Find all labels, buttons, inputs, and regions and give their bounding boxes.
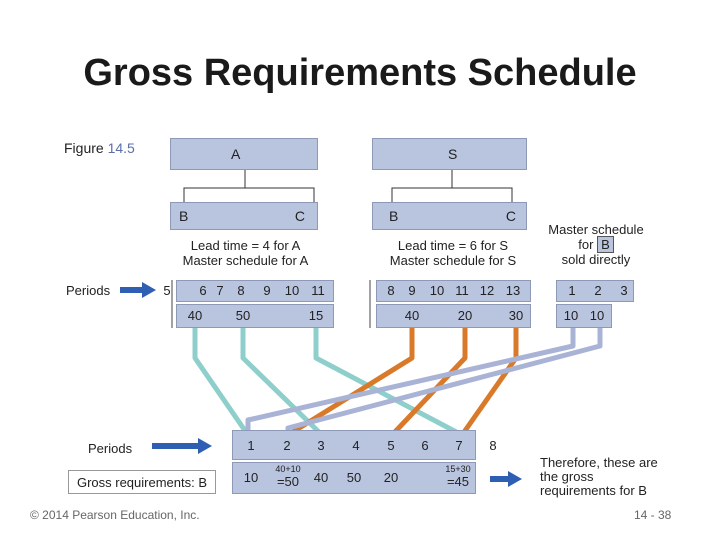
direct-sales-label: Master schedule for B sold directly [538, 222, 654, 267]
S-value: 20 [457, 308, 473, 323]
S-period: 11 [455, 283, 469, 298]
copyright-footer: © 2014 Pearson Education, Inc. [30, 508, 200, 522]
A-period: 8 [237, 283, 245, 298]
A-period: 9 [263, 283, 271, 298]
A-value: 40 [187, 308, 203, 323]
B-values-row [556, 304, 612, 328]
S-period: 8 [387, 283, 395, 298]
gross-value: 10 [243, 470, 259, 485]
S-value: 30 [508, 308, 524, 323]
gross-value: 40 [313, 470, 329, 485]
A-value: 50 [235, 308, 251, 323]
S-period: 13 [505, 283, 521, 298]
B-value: 10 [563, 308, 579, 323]
gross-period: 5 [387, 438, 395, 453]
conclusion-line2: the gross [540, 469, 594, 484]
flow-teal-40 [192, 328, 251, 437]
A-periods-row [176, 280, 334, 302]
gross-period: 6 [421, 438, 429, 453]
tree-line-A [183, 187, 315, 205]
lead-time-A: Lead time = 4 for A Master schedule for … [158, 238, 333, 268]
gross-value: 50 [346, 470, 362, 485]
node-S-C: C [505, 208, 516, 224]
node-S: S [372, 138, 527, 170]
gross-period: 2 [283, 438, 291, 453]
B-value: 10 [589, 308, 605, 323]
lead-time-A-line2: Master schedule for A [182, 253, 309, 268]
gross-value-2-top: 40+10 [275, 464, 301, 474]
lead-time-S: Lead time = 6 for S Master schedule for … [368, 238, 538, 268]
gross-period: 8 [489, 438, 497, 453]
direct-line3: sold directly [561, 252, 631, 267]
gross-period: 7 [455, 438, 463, 453]
node-A-label: A [231, 146, 241, 162]
node-A-C: C [294, 208, 305, 224]
S-values-row [376, 304, 531, 328]
S-period: 10 [429, 283, 445, 298]
gross-value-7-bottom: =45 [446, 474, 470, 489]
A-period: 7 [216, 283, 224, 298]
A-period: 10 [284, 283, 300, 298]
lead-time-S-line2: Master schedule for S [389, 253, 517, 268]
A-period: 6 [199, 283, 207, 298]
gross-period: 3 [317, 438, 325, 453]
S-value: 40 [404, 308, 420, 323]
node-S-label: S [448, 146, 458, 162]
A-value: 15 [308, 308, 324, 323]
B-period: 3 [620, 283, 628, 298]
S-period: 12 [479, 283, 495, 298]
direct-for: for [578, 237, 594, 252]
direct-line2: for B [538, 236, 654, 253]
lead-time-S-line1: Lead time = 6 for S [397, 238, 509, 253]
gross-period: 4 [352, 438, 360, 453]
lead-time-A-line1: Lead time = 4 for A [190, 238, 301, 253]
periods-label-bottom: Periods [88, 441, 133, 456]
B-period: 2 [594, 283, 602, 298]
gross-values-row [232, 462, 476, 494]
gross-value: 20 [383, 470, 399, 485]
conclusion-line1: Therefore, these are [540, 455, 658, 470]
flow-orange-40 [286, 328, 415, 438]
gross-value-7-top: 15+30 [445, 464, 471, 474]
conclusion-line3: requirements for B [540, 483, 647, 498]
A-period: 5 [163, 283, 171, 298]
B-periods-row [556, 280, 634, 302]
gross-periods-row-a [232, 430, 476, 460]
A-values-row [176, 304, 334, 328]
gross-value-2-bottom: =50 [276, 474, 300, 489]
S-period: 9 [408, 283, 416, 298]
gross-requirements-label: Gross requirements: B [68, 470, 216, 494]
page-title: Gross Requirements Schedule [83, 52, 637, 94]
node-A-children: B C [170, 202, 318, 230]
gross-value-2: 40+10 =50 [268, 464, 308, 489]
periods-label-top: Periods [66, 283, 111, 298]
flow-lavender-1 [245, 328, 576, 435]
figure-caption: Figure 14.5 [64, 140, 135, 156]
S-periods-row [376, 280, 531, 302]
B-period: 1 [568, 283, 576, 298]
node-S-B: B [389, 208, 399, 224]
A-period: 11 [311, 283, 325, 298]
flow-orange-20 [390, 328, 468, 437]
node-S-children: B C [372, 202, 527, 230]
direct-B-box: B [597, 236, 614, 253]
figure-number: 14.5 [107, 140, 135, 156]
direct-line1: Master schedule [548, 222, 644, 237]
gross-period: 1 [247, 438, 255, 453]
gross-value-7: 15+30 =45 [438, 464, 478, 489]
conclusion-text: Therefore, these are the gross requireme… [540, 456, 658, 498]
node-A: A [170, 138, 318, 170]
page-number: 14 - 38 [634, 508, 672, 522]
node-A-B: B [179, 208, 189, 224]
figure-label: Figure [64, 140, 104, 156]
blue-arrows [120, 282, 522, 487]
